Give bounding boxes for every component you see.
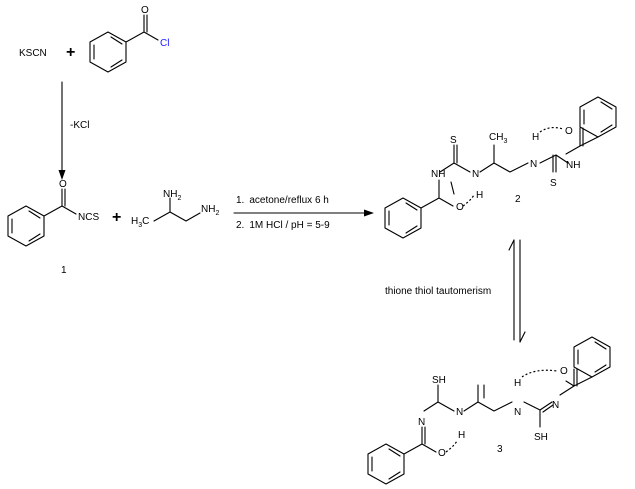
tautomerism-label: thione thiol tautomerism <box>385 286 491 297</box>
thione-ring-right <box>579 96 617 138</box>
compound-number-1: 1 <box>61 265 67 276</box>
thione-nh-right: NH <box>566 160 580 171</box>
arrow-down-1 <box>58 81 66 180</box>
diamine-nh2-top: NH2 <box>163 189 181 202</box>
product-3-thiol-structure: SH N N H O N H N SH O <box>367 336 611 485</box>
thiol-hbond-left <box>445 440 458 453</box>
thiol-n-right: N <box>552 400 559 411</box>
thione-sulfur-left: S <box>450 135 457 146</box>
thiol-n-middle-left: N <box>456 407 463 418</box>
thione-left-arm-bonds <box>420 127 599 209</box>
reaction-arrow-main <box>233 209 374 217</box>
thione-h-right: H <box>532 132 539 143</box>
thiol-h-left: H <box>458 430 465 441</box>
benzoyl-chloride-chlorine: Cl <box>160 38 169 49</box>
compound-number-2: 2 <box>515 194 521 205</box>
benzoyl-chloride-aromatic-bonds <box>93 36 123 68</box>
plus-sign-1: + <box>66 44 75 61</box>
thiol-oxygen-right: O <box>560 366 568 377</box>
condition-step-2: 2.1M HCl / pH = 5-9 <box>236 220 330 231</box>
thione-hbond-left <box>462 194 475 207</box>
thiol-n-left: N <box>418 417 425 428</box>
thiol-ring-left-aromatic <box>371 448 401 480</box>
thiol-ring-right-aromatic <box>577 341 607 373</box>
thione-sulfur-right: S <box>550 178 557 189</box>
thiol-h-right: H <box>514 378 521 389</box>
reactant-kscn: KSCN <box>19 48 47 59</box>
thiol-oxygen-left: O <box>438 448 446 459</box>
thione-n-left: N <box>472 169 479 180</box>
isothiocyanate-ring <box>7 205 45 247</box>
isothiocyanate-aromatic-bonds <box>11 210 41 242</box>
thione-nh-left: NH <box>431 169 445 180</box>
benzoyl-chloride-carbonyl-bonds <box>125 14 159 43</box>
thione-ring-left-aromatic <box>388 202 418 234</box>
thione-ring-right-aromatic <box>583 101 613 133</box>
diamine-backbone <box>153 197 201 222</box>
thione-ring-left <box>384 197 422 239</box>
kscn-label: KSCN <box>19 48 47 59</box>
thione-hbond-right <box>539 126 564 133</box>
thione-oxygen-right: O <box>565 126 573 137</box>
product-2-thione-structure: S NH N H O CH3 N H NH S O <box>384 96 617 239</box>
plus-sign-2: + <box>112 209 121 226</box>
thiol-left-arm-bonds <box>403 368 593 455</box>
isothiocyanate-oxygen: O <box>59 179 67 190</box>
benzoyl-isothiocyanate-structure: O NCS <box>7 179 99 247</box>
compound-number-3: 3 <box>497 444 503 455</box>
benzoyl-chloride-structure: O Cl <box>89 5 169 73</box>
thiol-n-middle-right: N <box>514 407 521 418</box>
equilibrium-arrows <box>508 239 526 343</box>
diamine-nh2-right: NH2 <box>201 204 219 217</box>
thione-oxygen-left: O <box>456 202 464 213</box>
diamine-methyl: H3C <box>131 216 149 229</box>
thiol-sh-left: SH <box>432 375 446 386</box>
isothiocyanate-ncs: NCS <box>78 212 99 223</box>
byproduct-kcl: -KCl <box>70 120 89 131</box>
thione-h-left: H <box>476 190 483 201</box>
thione-methyl: CH3 <box>489 132 507 145</box>
condition-step-1: 1.acetone/reflux 6 h <box>236 195 329 206</box>
thiol-sh-right: SH <box>534 432 548 443</box>
thiol-ring-left <box>367 443 405 485</box>
benzoyl-chloride-ring <box>89 31 127 73</box>
thione-n-right: N <box>530 159 537 170</box>
propane-diamine-structure: NH2 NH2 H3C <box>131 189 219 229</box>
thiol-hbond-right <box>521 369 558 378</box>
thiol-ring-right <box>573 336 611 378</box>
isothiocyanate-carbonyl-bonds <box>43 188 77 217</box>
benzoyl-chloride-oxygen: O <box>141 5 149 16</box>
